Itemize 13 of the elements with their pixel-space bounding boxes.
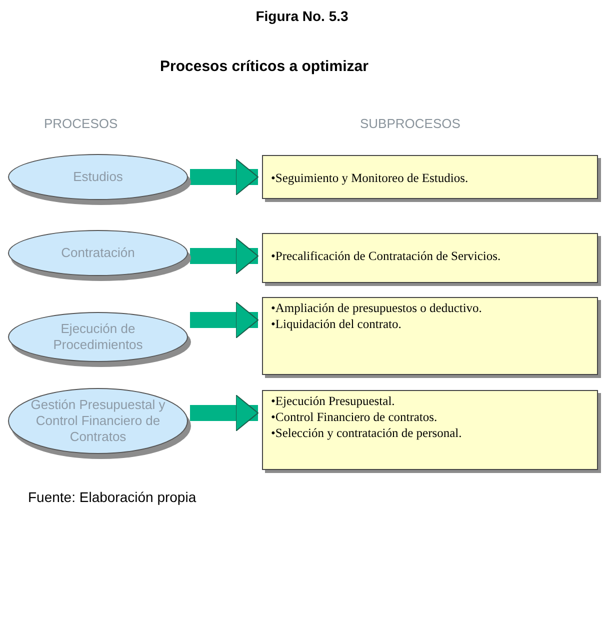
block-arrow (190, 238, 258, 274)
subprocess-box: •Ejecución Presupuestal. •Control Financiero de contratos. •Selección y contratación de personal. (262, 390, 598, 470)
figure-number: Figura No. 5.3 (256, 7, 348, 26)
diagram-title: Procesos críticos a optimizar (160, 57, 368, 77)
column-header: PROCESOS (44, 115, 118, 133)
source-note: Fuente: Elaboración propia (28, 488, 196, 507)
column-header: SUBPROCESOS (360, 115, 460, 133)
block-arrow (190, 302, 258, 338)
subprocess-box: •Seguimiento y Monitoreo de Estudios. (262, 155, 598, 199)
block-arrow (190, 158, 258, 196)
subprocess-box: •Precalificación de Contratación de Servicios. (262, 233, 598, 283)
block-arrow (190, 394, 258, 432)
subprocess-box: •Ampliación de presupuestos o deductivo. •Liquidación del contrato. (262, 297, 598, 375)
